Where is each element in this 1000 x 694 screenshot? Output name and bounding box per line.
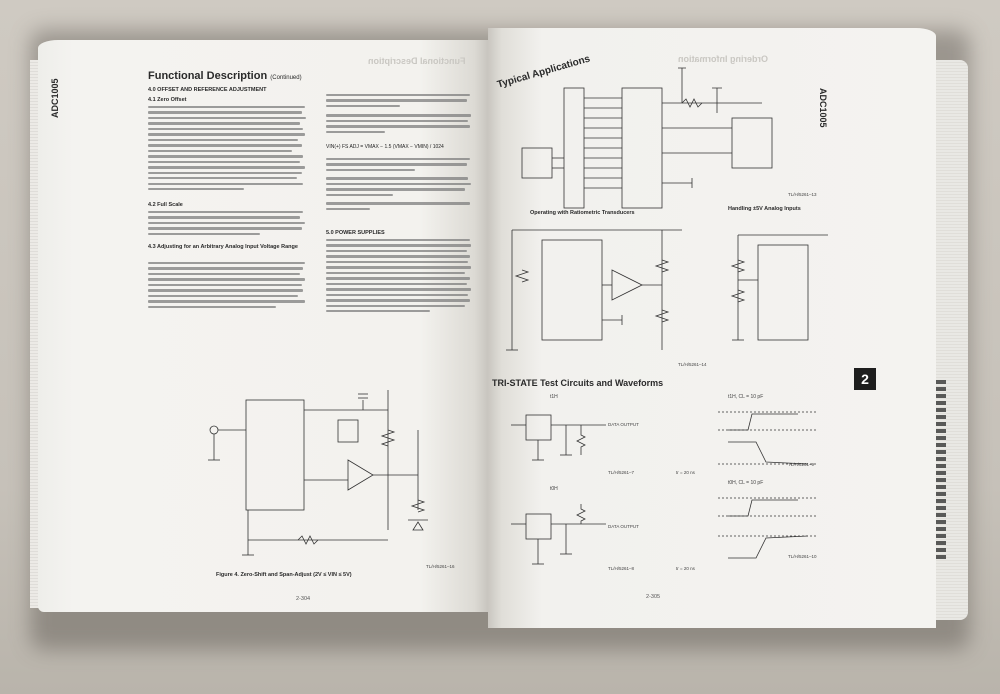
code-5261-14: TL/H/5261–14: [678, 362, 707, 367]
section-full-scale-heading: 4.2 Full Scale: [148, 202, 183, 208]
handling-5v-schematic: [728, 220, 838, 360]
left-col1-paragraph-2: [148, 211, 308, 238]
figure-4-caption: Figure 4. Zero-Shift and Span-Adjust (2V…: [216, 572, 352, 578]
left-page-number: 2-304: [296, 596, 311, 602]
tr-label-1: tr = 20 ns: [676, 470, 695, 475]
right-page: Typical Applications ADC1005: [488, 28, 936, 628]
left-page: ADC1005 Functional Description (Continue…: [38, 40, 488, 612]
t0h-test-circuit: [506, 494, 626, 574]
title-suffix: (Continued): [270, 75, 302, 81]
tr-label-2: tr = 20 ns: [676, 566, 695, 571]
section-arbitrary-heading: 4.3 Adjusting for an Arbitrary Analog In…: [148, 244, 298, 250]
code-5261-10: TL/H/5261–10: [788, 554, 817, 559]
left-part-number: ADC1005: [50, 78, 60, 118]
section-zero-offset-heading: 4.1 Zero Offset: [148, 97, 187, 103]
t1h-test-circuit: [506, 400, 626, 470]
t0h-waveform: [708, 488, 828, 568]
left-col2-paragraph-3: [326, 239, 474, 316]
handling-5v-heading: Handling ±5V Analog Inputs: [728, 206, 801, 212]
typical-application-schematic: [502, 58, 832, 218]
figure-4-code: TL/H/5261–16: [426, 564, 455, 569]
t1h-label: t1H: [550, 394, 558, 400]
left-col1-paragraph-1: [148, 106, 308, 194]
code-5261-7: TL/H/5261–7: [608, 470, 635, 475]
tristate-title: TRI-STATE Test Circuits and Waveforms: [492, 378, 664, 388]
functional-description-title: Functional Description: [148, 70, 268, 82]
t1h-waveform-label: t1H, CL = 10 pF: [728, 394, 764, 400]
left-col2-paragraph-2: [326, 158, 474, 213]
left-page-title: Functional Description (Continued): [148, 70, 302, 82]
section-power-heading: 5.0 POWER SUPPLIES: [326, 230, 385, 236]
right-page-number: 2-305: [646, 594, 661, 600]
code-5261-8: TL/H/5261–8: [608, 566, 635, 571]
code-5261-9: TL/H/5261–9: [788, 462, 815, 467]
code-5261-13: TL/H/5261–13: [788, 192, 817, 197]
chapter-tab: 2: [854, 368, 876, 390]
data-output-label-1: DATA OUTPUT: [608, 422, 639, 427]
offset-formula: VIN(+) FS ADJ = VMAX − 1.5 (VMAX − VMIN)…: [326, 144, 444, 150]
bleed-through-right: Ordering Information: [678, 54, 768, 64]
section-offset-heading: 4.0 OFFSET AND REFERENCE ADJUSTMENT: [148, 87, 267, 93]
left-col1-paragraph-3: [148, 262, 308, 311]
bleed-through-text: Functional Description: [368, 56, 466, 66]
figure-4-schematic: [188, 370, 448, 570]
ratiometric-schematic: [502, 220, 702, 360]
left-col2-paragraph-1: [326, 94, 474, 136]
t0h-label: t0H: [550, 486, 558, 492]
data-output-label-2: DATA OUTPUT: [608, 524, 639, 529]
t1h-waveform: [708, 402, 828, 472]
ratiometric-heading: Operating with Ratiometric Transducers: [530, 210, 635, 216]
t0h-waveform-label: t0H, CL = 10 pF: [728, 480, 764, 486]
